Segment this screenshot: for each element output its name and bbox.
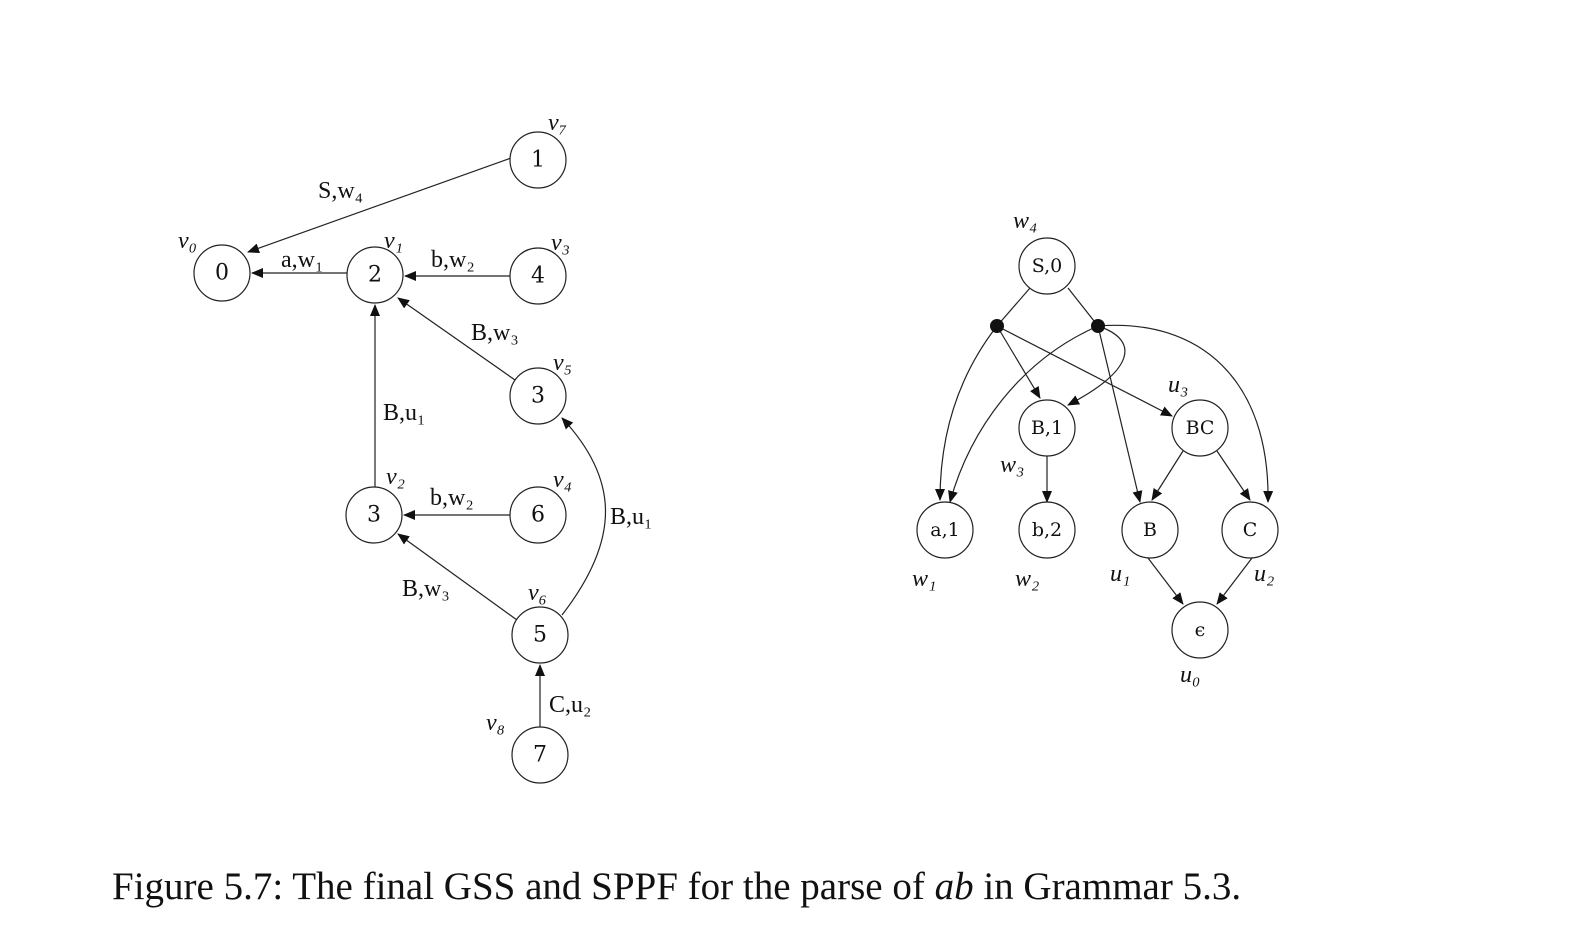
sppf-name-u3: u₃ bbox=[1168, 372, 1188, 398]
node-label: 3 bbox=[531, 384, 545, 409]
edge-pack2-c bbox=[1097, 324, 1274, 503]
sppf-name-u1: u₁ bbox=[1110, 561, 1130, 587]
gss-name-v6: v₆ bbox=[528, 580, 547, 606]
node-label: 6 bbox=[531, 503, 545, 528]
gss-name-v5: v₅ bbox=[553, 350, 572, 376]
edge-bc-b bbox=[1151, 450, 1184, 501]
gss-name-v0: v₀ bbox=[178, 228, 197, 254]
edge-pack2-b bbox=[1097, 325, 1143, 503]
gss-name-v1: v₁ bbox=[384, 228, 403, 254]
gss-node-v6: 5 bbox=[511, 606, 569, 664]
edge-v7-v0 bbox=[247, 157, 512, 254]
gss-node-v2: 3 bbox=[345, 486, 403, 544]
gss-node-v7: 1 bbox=[509, 131, 567, 189]
edge-label-v6-v5: B,u₁ bbox=[610, 504, 652, 530]
edge-label-v1-v0: a,w₁ bbox=[281, 247, 323, 273]
node-label: B,1 bbox=[1031, 417, 1063, 439]
gss-edges bbox=[247, 157, 607, 727]
sppf-node-b: B bbox=[1121, 501, 1179, 559]
sppf-node-b1: B,1 bbox=[1018, 399, 1076, 457]
node-label: ϵ bbox=[1195, 619, 1206, 641]
edge-pack2-b1 bbox=[1067, 325, 1126, 406]
node-label: 3 bbox=[367, 503, 381, 528]
gss-name-v8: v₈ bbox=[486, 710, 505, 736]
gss-node-v3: 4 bbox=[509, 247, 567, 305]
gss-node-v4: 6 bbox=[509, 486, 567, 544]
sppf-node-a1: a,1 bbox=[916, 501, 974, 559]
sppf-name-w1: w₁ bbox=[912, 566, 936, 592]
node-label: b,2 bbox=[1032, 519, 1062, 541]
packed-node-2 bbox=[1091, 319, 1105, 333]
gss-node-v5: 3 bbox=[509, 367, 567, 425]
caption-word: ab bbox=[934, 865, 974, 908]
edge-v5-v1 bbox=[397, 297, 516, 381]
edge-pack1-bc bbox=[996, 325, 1173, 417]
node-label: 1 bbox=[531, 148, 545, 173]
sppf-name-w2: w₂ bbox=[1015, 566, 1039, 592]
node-label: S,0 bbox=[1032, 255, 1062, 277]
gss-name-v4: v₄ bbox=[553, 467, 572, 493]
edge-s0-pack2 bbox=[1067, 287, 1099, 327]
edge-b-eps bbox=[1147, 557, 1184, 605]
edge-pack1-a1 bbox=[935, 325, 998, 501]
sppf-node-s0: S,0 bbox=[1018, 237, 1076, 295]
sppf-node-c: C bbox=[1221, 501, 1279, 559]
node-label: 7 bbox=[533, 743, 547, 768]
packed-node-1 bbox=[990, 319, 1004, 333]
sppf-node-b2: b,2 bbox=[1018, 501, 1076, 559]
sppf-name-u0: u₀ bbox=[1180, 662, 1200, 688]
node-label: 4 bbox=[531, 264, 545, 289]
caption-prefix: Figure 5.7: The final GSS and SPPF for t… bbox=[112, 865, 935, 908]
sppf-name-w4: w₄ bbox=[1013, 208, 1037, 234]
node-label: 5 bbox=[533, 623, 547, 648]
edge-pack1-b1 bbox=[996, 325, 1041, 399]
edge-s0-pack1 bbox=[996, 287, 1031, 327]
edge-label-v2-v1: B,u₁ bbox=[383, 400, 425, 426]
edge-label-v6-v2: B,w₃ bbox=[402, 576, 450, 602]
edge-bc-c bbox=[1216, 450, 1251, 501]
edge-label-v3-v1: b,w₂ bbox=[431, 247, 475, 273]
gss-name-v2: v₂ bbox=[386, 464, 405, 490]
node-label: B bbox=[1143, 519, 1157, 541]
gss-name-v3: v₃ bbox=[551, 230, 570, 256]
node-label: a,1 bbox=[930, 519, 959, 541]
node-label: BC bbox=[1186, 417, 1215, 439]
edge-c-eps bbox=[1216, 557, 1253, 605]
node-label: 0 bbox=[215, 261, 229, 286]
sppf-name-w3: w₃ bbox=[1000, 452, 1024, 478]
edge-label-v5-v1: B,w₃ bbox=[471, 320, 519, 346]
sppf-name-u2: u₂ bbox=[1254, 561, 1274, 587]
figure-caption: Figure 5.7: The final GSS and SPPF for t… bbox=[112, 864, 1241, 909]
edge-label-v8-v6: C,u₂ bbox=[549, 692, 591, 718]
gss-name-v7: v₇ bbox=[548, 110, 567, 136]
edge-pack2-a1 bbox=[948, 325, 1099, 503]
sppf-edges bbox=[935, 287, 1274, 605]
node-label: 2 bbox=[368, 263, 382, 288]
edge-v6-v5 bbox=[561, 417, 607, 616]
edge-label-v7-v0: S,w₄ bbox=[318, 178, 363, 204]
node-label: C bbox=[1243, 519, 1258, 541]
edge-v6-v2 bbox=[397, 533, 518, 621]
edge-label-v4-v2: b,w₂ bbox=[430, 485, 474, 511]
gss-node-v1: 2 bbox=[346, 246, 404, 304]
sppf-node-eps: ϵ bbox=[1171, 601, 1229, 659]
gss-node-v0: 0 bbox=[193, 244, 251, 302]
gss-node-v8: 7 bbox=[511, 726, 569, 784]
caption-suffix: in Grammar 5.3. bbox=[973, 865, 1242, 908]
sppf-node-bc: BC bbox=[1171, 399, 1229, 457]
